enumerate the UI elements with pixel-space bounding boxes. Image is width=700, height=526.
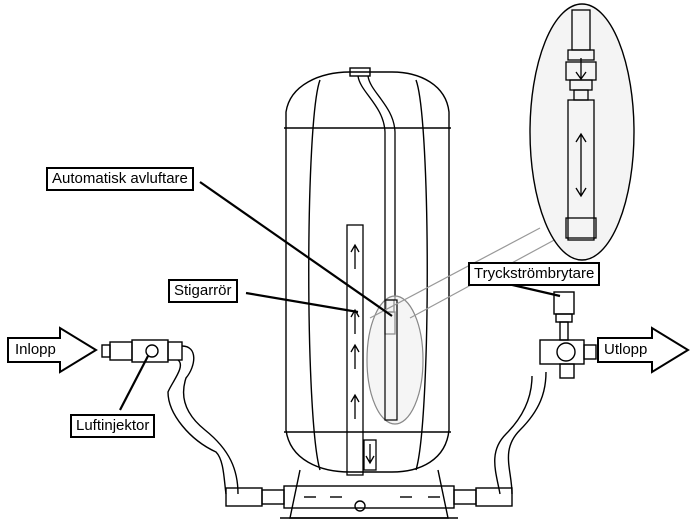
air-injector-label: Luftinjektor [70,414,156,438]
inlet-piping [101,339,513,519]
pressure-switch-label: Tryckströmbrytare [468,262,601,286]
riser-pipe-label: Stigarrör [168,279,238,303]
inlet-label: Inlopp [15,341,56,358]
air-vent-highlight [366,295,424,425]
magnified-air-vent [529,3,635,261]
outlet-label: Utlopp [604,341,648,358]
leader-lines [119,181,561,411]
inlet-arrow [7,326,98,374]
riser-pipe [346,224,377,476]
outlet-piping [494,291,597,495]
pressure-tank [284,67,451,473]
automatic-air-vent-label: Automatisk avluftare [46,167,194,191]
outlet-arrow [597,326,690,374]
